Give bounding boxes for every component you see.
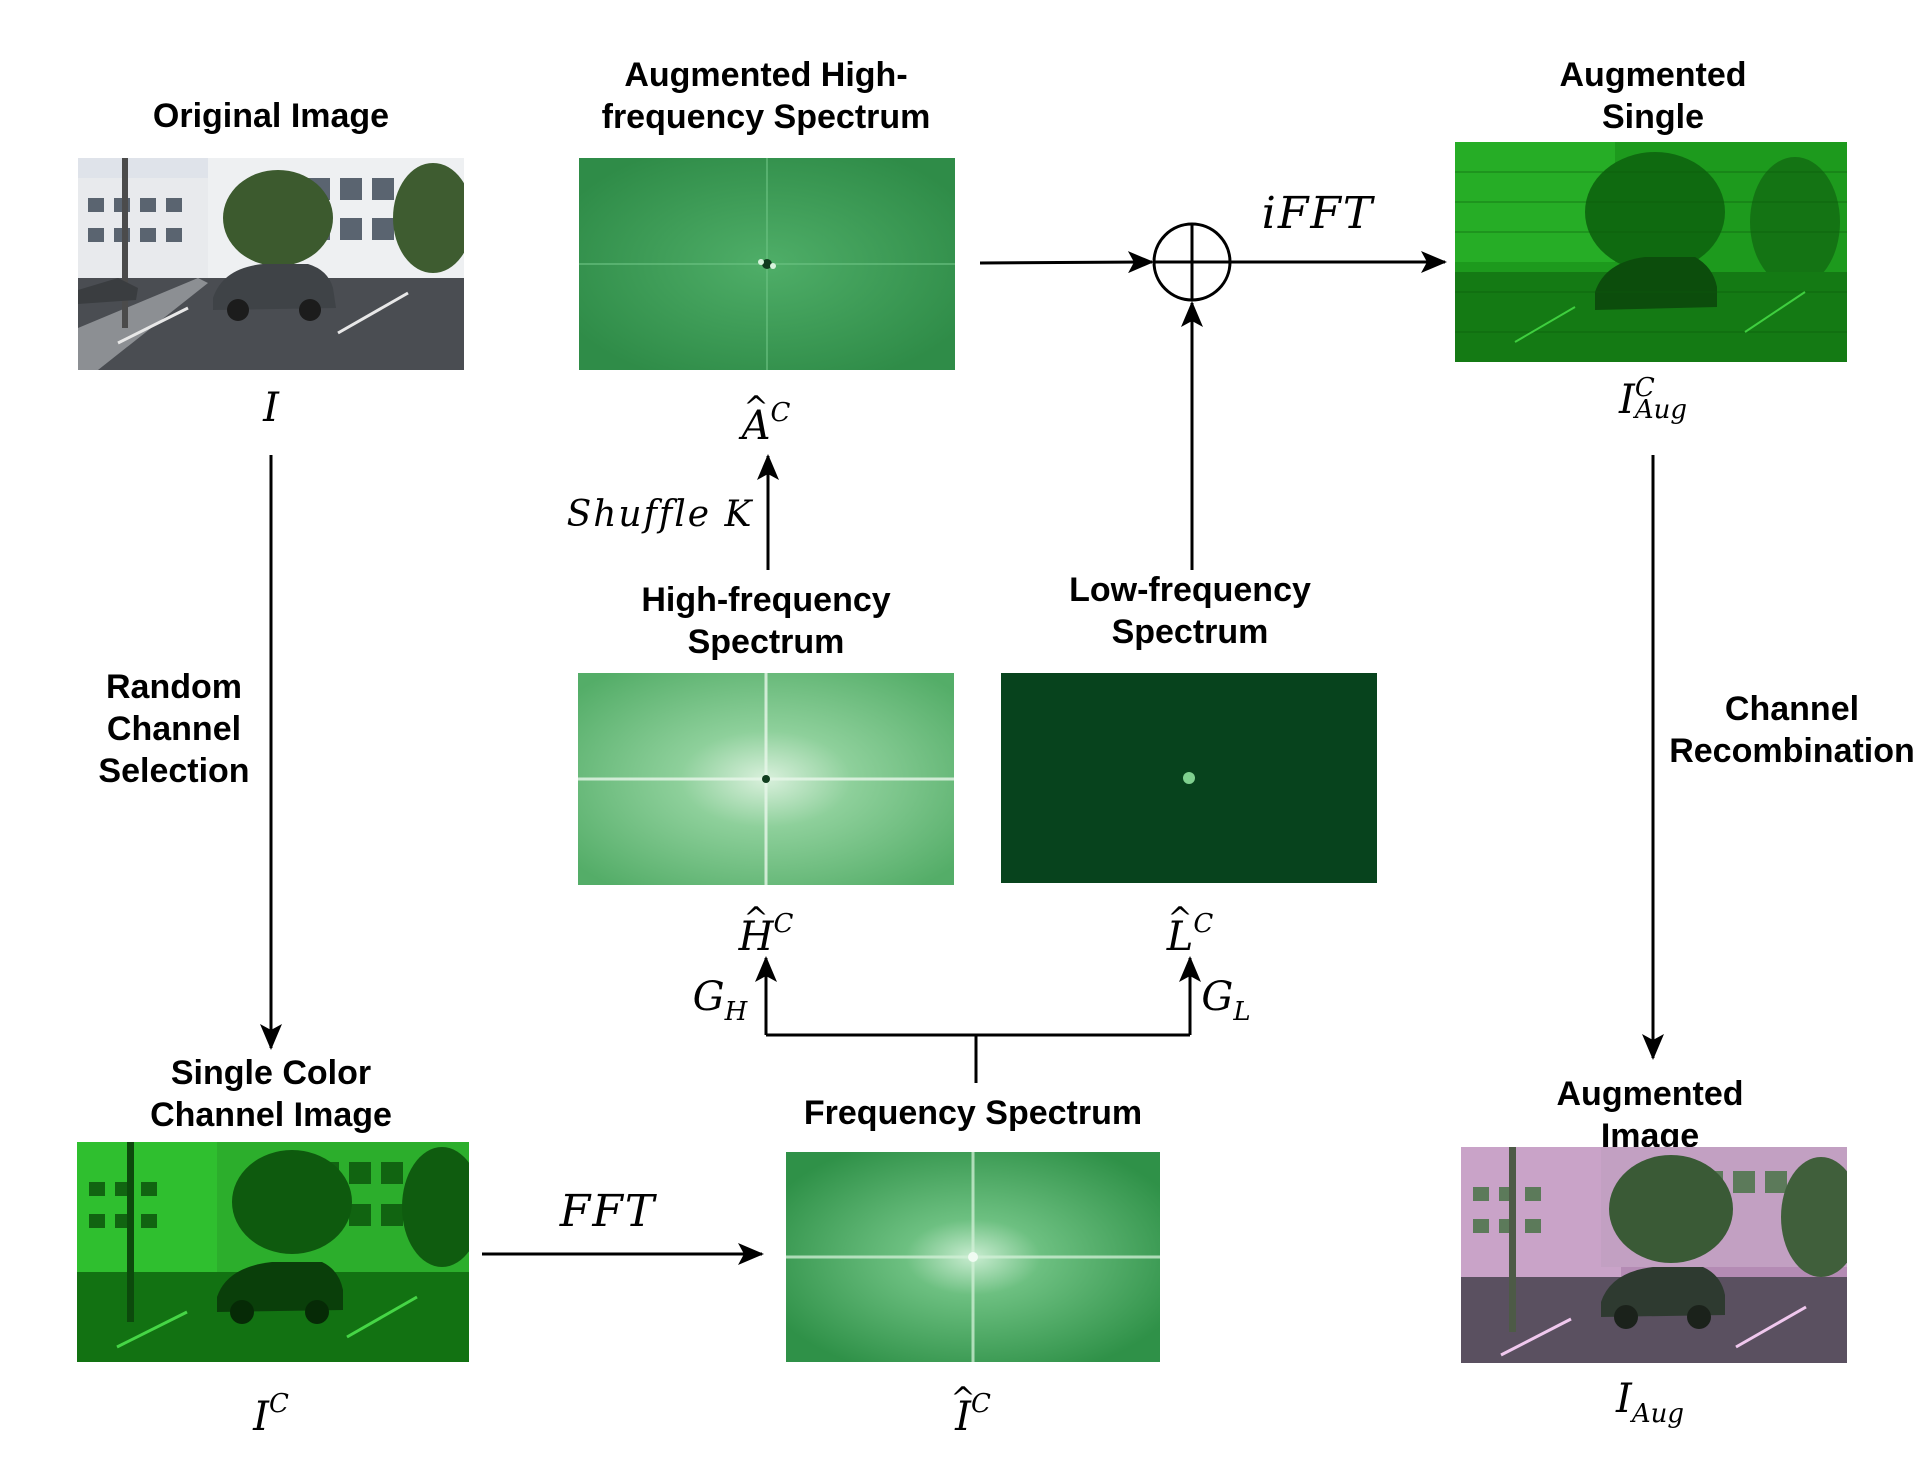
arrow-high-to-sum xyxy=(979,251,1154,274)
label-G-L: GL xyxy=(1201,974,1251,1027)
original-image xyxy=(78,158,464,370)
hat-A: A xyxy=(742,404,771,448)
label-high-H: HC xyxy=(739,902,794,959)
original-image-title: Original Image xyxy=(152,97,390,135)
frequency-spectrum-title: Frequency Spectrum xyxy=(803,1094,1143,1132)
high-frequency-spectrum xyxy=(578,673,954,885)
hat-I: I xyxy=(955,1395,971,1439)
frequency-spectrum xyxy=(786,1152,1160,1362)
augmented-image xyxy=(1461,1147,1847,1363)
label-low-L: LC xyxy=(1167,902,1213,959)
label-augmented-I: IAug xyxy=(1616,1376,1684,1429)
low-frequency-title: Low-frequency Spectrum xyxy=(1069,571,1311,651)
augmented-single-channel-image xyxy=(1455,142,1847,362)
augmented-high-frequency-spectrum xyxy=(579,158,955,370)
random-channel-selection-label: Random Channel Selection xyxy=(98,668,250,790)
augmented-high-frequency-title: Augmented High- frequency Spectrum xyxy=(601,56,931,136)
low-frequency-spectrum xyxy=(1001,673,1377,883)
label-augmented-high-A: AC xyxy=(742,391,791,448)
ifft-label: iFFT xyxy=(1261,188,1375,239)
single-color-channel-image xyxy=(77,1142,469,1362)
high-frequency-title: High-frequency Spectrum xyxy=(641,581,891,661)
shuffle-k-label: Shuffle K xyxy=(566,494,754,535)
single-color-channel-title: Single Color Channel Image xyxy=(150,1054,392,1134)
label-frequency-I-hat: IC xyxy=(955,1382,991,1439)
hat-H: H xyxy=(739,915,774,959)
channel-recombination-label: Channel Recombination xyxy=(1669,690,1915,770)
fft-label: FFT xyxy=(559,1186,657,1237)
label-single-channel-I: IC xyxy=(253,1389,289,1440)
label-original-I: I xyxy=(263,385,279,431)
sum-node xyxy=(1152,222,1232,302)
label-G-H: GH xyxy=(692,974,748,1027)
hat-L: L xyxy=(1167,915,1194,959)
